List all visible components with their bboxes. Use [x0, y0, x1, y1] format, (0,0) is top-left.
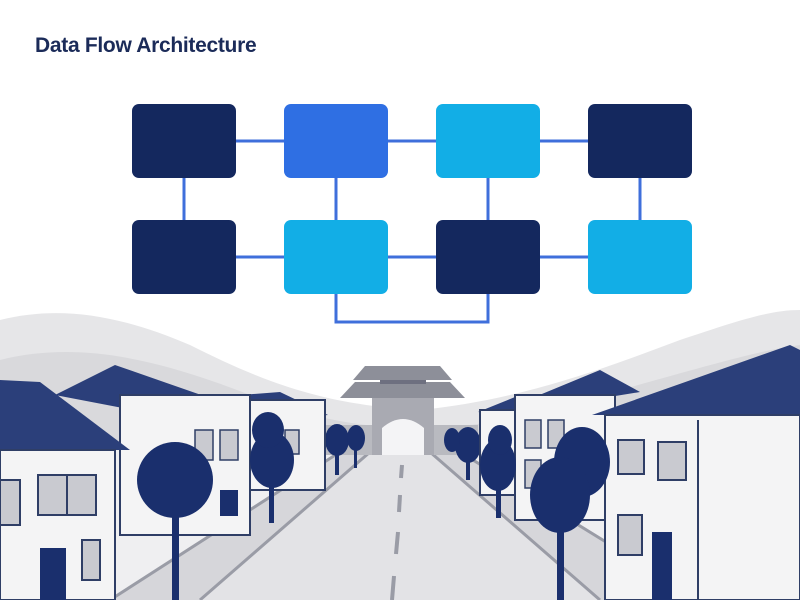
diagram-node-n2 — [284, 104, 388, 178]
diagram-node-n8 — [588, 220, 692, 294]
diagram-edge-n6-n7-below — [334, 294, 490, 324]
diagram-edges — [182, 139, 642, 324]
diagram-node-n1 — [132, 104, 236, 178]
center-dashes — [390, 464, 404, 600]
flow-diagram — [132, 104, 692, 324]
diagram-node-n7 — [436, 220, 540, 294]
street-illustration — [0, 310, 800, 600]
houses-right — [478, 345, 800, 600]
trees-far — [325, 424, 481, 480]
diagram-node-n3 — [436, 104, 540, 178]
diagram-nodes — [132, 104, 692, 294]
road — [200, 452, 600, 600]
page-title: Data Flow Architecture — [35, 34, 257, 57]
diagram-node-n5 — [132, 220, 236, 294]
trees-near — [137, 412, 610, 600]
diagram-node-n4 — [588, 104, 692, 178]
diagram-node-n6 — [284, 220, 388, 294]
